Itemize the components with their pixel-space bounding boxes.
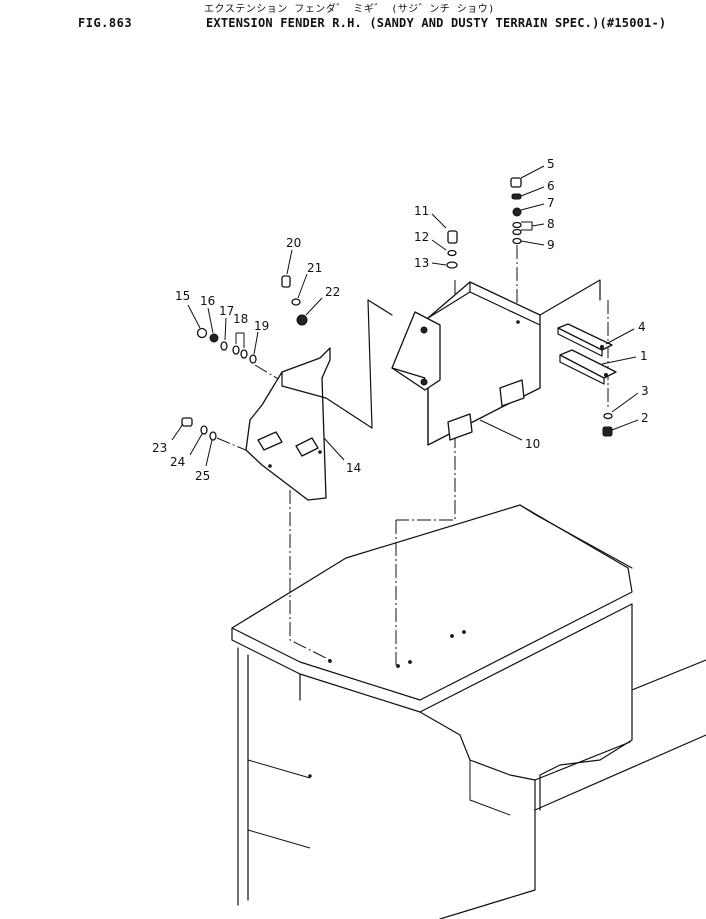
- title-english: EXTENSION FENDER R.H. (SANDY AND DUSTY T…: [206, 16, 667, 30]
- callout-5: 5: [547, 157, 555, 171]
- plate-1: [559, 349, 617, 385]
- machine-body: [231, 504, 706, 919]
- title-japanese: エクステンション フェンダ゛ ミギ゛ (サジ゛ンチ ショウ): [204, 4, 495, 15]
- callout-15: 15: [175, 289, 190, 303]
- callout-20: 20: [286, 236, 301, 250]
- plate-4: [557, 323, 613, 357]
- callout-7: 7: [547, 196, 555, 210]
- callout-18: 18: [233, 312, 248, 326]
- fender-panel-10: [367, 279, 601, 446]
- callout-9: 9: [547, 238, 555, 252]
- callout-4: 4: [638, 320, 646, 334]
- callout-21: 21: [307, 261, 322, 275]
- callout-22: 22: [325, 285, 340, 299]
- callout-6: 6: [547, 179, 555, 193]
- figure-number: FIG.863: [78, 16, 133, 30]
- callout-1: 1: [640, 349, 648, 363]
- callout-16: 16: [200, 294, 215, 308]
- callout-19: 19: [254, 319, 269, 333]
- callouts: 1 2 3 4 5 6 7 8 9 10 11 12 13 14 15 16 1…: [152, 157, 649, 483]
- callout-13: 13: [414, 256, 429, 270]
- callout-14: 14: [346, 461, 361, 475]
- callout-2: 2: [641, 411, 649, 425]
- callout-12: 12: [414, 230, 429, 244]
- callout-23: 23: [152, 441, 167, 455]
- callout-8: 8: [547, 217, 555, 231]
- callout-25: 25: [195, 469, 210, 483]
- callout-3: 3: [641, 384, 649, 398]
- callout-24: 24: [170, 455, 185, 469]
- fasteners: [181, 177, 613, 441]
- callout-17: 17: [219, 304, 234, 318]
- callout-11: 11: [414, 204, 429, 218]
- callout-10: 10: [525, 437, 540, 451]
